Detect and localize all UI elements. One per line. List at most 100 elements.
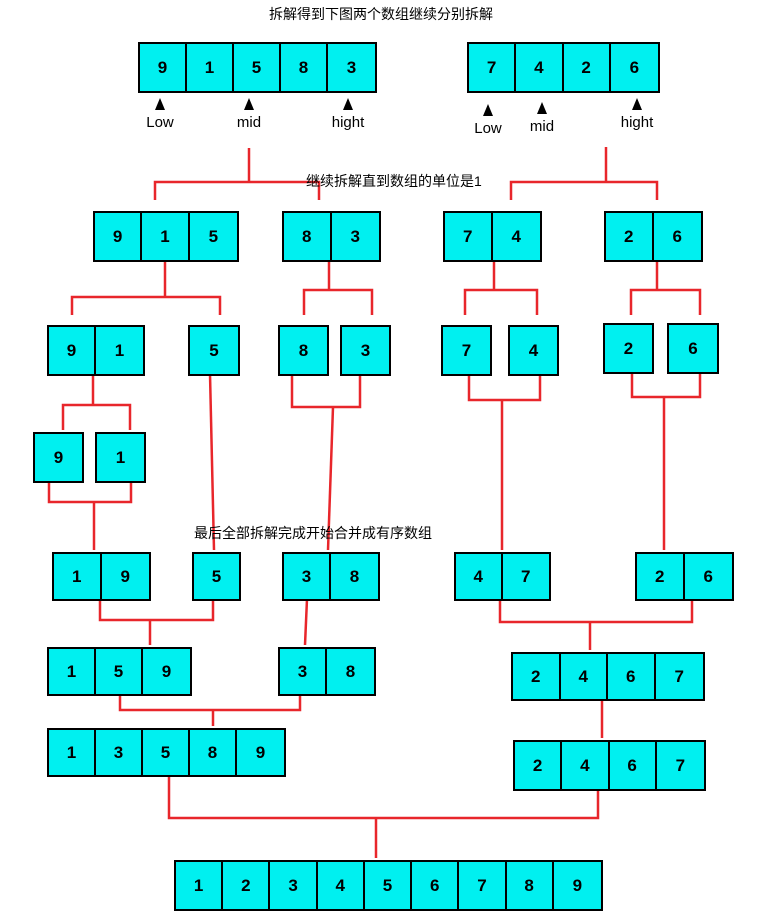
array-c2: 5 xyxy=(188,325,240,376)
array-cell: 3 xyxy=(331,213,379,260)
array-cell: 2 xyxy=(515,742,563,789)
caption-top: 拆解得到下图两个数组继续分别拆解 xyxy=(269,6,493,22)
array-cell: 2 xyxy=(637,554,685,599)
array-cell: 9 xyxy=(237,730,284,775)
array-cell: 1 xyxy=(142,213,190,260)
array-cell: 8 xyxy=(506,862,554,909)
array-cell: 8 xyxy=(190,730,237,775)
array-cell: 2 xyxy=(223,862,271,909)
array-cell: 9 xyxy=(35,434,82,481)
array-cell: 7 xyxy=(469,44,517,91)
connector-line xyxy=(47,481,133,504)
array-cell: 9 xyxy=(101,554,149,599)
array-cell: 4 xyxy=(492,213,540,260)
array-cell: 2 xyxy=(606,213,654,260)
pointer-left-low: Low xyxy=(125,98,195,131)
up-arrow-icon xyxy=(244,98,254,110)
pointer-left-high: hight xyxy=(313,98,383,131)
array-cell: 7 xyxy=(445,213,493,260)
array-cell: 9 xyxy=(553,862,601,909)
array-cell: 4 xyxy=(516,44,564,91)
array-cell: 6 xyxy=(609,742,657,789)
array-cell: 7 xyxy=(656,742,704,789)
array-cell: 6 xyxy=(412,862,460,909)
up-arrow-icon xyxy=(155,98,165,110)
pointer-label: Low xyxy=(474,120,502,137)
array-cell: 1 xyxy=(97,434,144,481)
connector-line xyxy=(303,598,309,646)
pointer-label: Low xyxy=(146,114,174,131)
array-cell: 6 xyxy=(610,44,658,91)
array-cell: 9 xyxy=(140,44,187,91)
connector-line xyxy=(463,288,539,315)
array-cell: 5 xyxy=(143,730,190,775)
array-cell: 4 xyxy=(562,742,610,789)
array-cell: 1 xyxy=(49,730,96,775)
array-cell: 7 xyxy=(655,654,703,699)
connector-line xyxy=(326,406,335,551)
array-cell: 7 xyxy=(459,862,507,909)
connector-line xyxy=(98,599,215,622)
array-cell: 7 xyxy=(502,554,549,599)
connector-line xyxy=(290,374,362,409)
array-cell: 5 xyxy=(96,649,143,694)
array-cell: 5 xyxy=(194,554,239,599)
array-cell: 9 xyxy=(49,327,96,374)
pointer-label: hight xyxy=(620,114,654,131)
array-cell: 1 xyxy=(49,649,96,694)
array-cell: 5 xyxy=(190,327,238,374)
array-cell: 2 xyxy=(513,654,561,699)
array-cell: 4 xyxy=(510,327,557,374)
connector-line xyxy=(70,295,222,315)
pointer-left-mid: mid xyxy=(214,98,284,131)
pointer-right-mid: mid xyxy=(507,102,577,135)
array-cell: 3 xyxy=(342,327,389,374)
array-cell: 1 xyxy=(176,862,224,909)
array-cell: 3 xyxy=(328,44,375,91)
array-cell: 8 xyxy=(280,327,327,374)
up-arrow-icon xyxy=(343,98,353,110)
array-cell: 4 xyxy=(317,862,365,909)
array-cell: 6 xyxy=(684,554,732,599)
pointer-label: hight xyxy=(331,114,365,131)
array-cell: 2 xyxy=(563,44,611,91)
pointer-right-high: hight xyxy=(602,98,672,131)
connector-line xyxy=(61,403,132,430)
array-cell: 8 xyxy=(284,213,332,260)
pointer-right-low: Low xyxy=(453,104,523,137)
connector-line xyxy=(630,372,702,399)
array-c3: 8 xyxy=(278,325,329,376)
array-c4: 3 xyxy=(340,325,391,376)
array-c6: 4 xyxy=(508,325,559,376)
array-cell: 3 xyxy=(96,730,143,775)
array-cell: 8 xyxy=(281,44,328,91)
array-cell: 6 xyxy=(669,325,717,372)
array-cell: 3 xyxy=(284,554,331,599)
array-d1: 9 xyxy=(33,432,84,483)
connector-line xyxy=(208,373,216,551)
array-cell: 6 xyxy=(653,213,701,260)
pointer-label: mid xyxy=(529,118,555,135)
up-arrow-icon xyxy=(483,104,493,116)
array-cell: 5 xyxy=(189,213,237,260)
connector-line xyxy=(118,694,302,712)
array-cell: 3 xyxy=(280,649,327,694)
array-cell: 4 xyxy=(560,654,608,699)
array-c5: 7 xyxy=(441,325,492,376)
array-cell: 7 xyxy=(443,327,490,374)
array-c7: 2 xyxy=(603,323,654,374)
connector-line xyxy=(509,180,659,200)
